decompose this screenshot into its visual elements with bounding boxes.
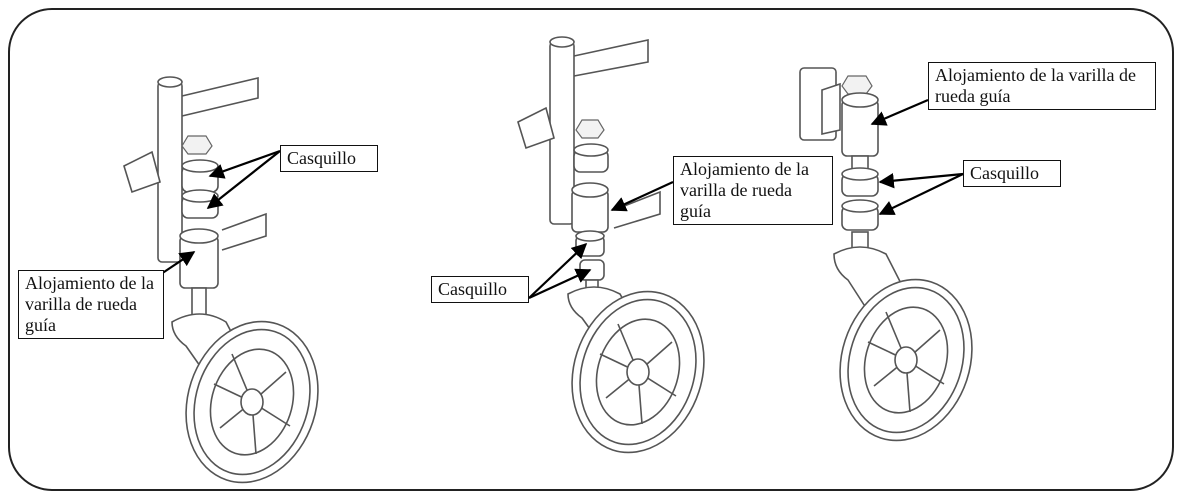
callout-arrows [157,98,964,299]
housing-label-1: Alojamiento de la varilla de rueda guía [18,270,164,339]
bushing-label-1: Casquillo [280,145,378,172]
diagram-frame [8,8,1174,491]
bushing-label-2: Casquillo [431,276,529,303]
caster-assembly-1 [123,76,340,501]
caster-assembly-3 [799,67,994,459]
caster-assembly-2 [517,36,726,471]
housing-label-2: Alojamiento de la varilla de rueda guía [673,156,833,225]
housing-label-3: Alojamiento de la varilla de rueda guía [928,62,1156,110]
bushing-label-3: Casquillo [963,160,1061,187]
